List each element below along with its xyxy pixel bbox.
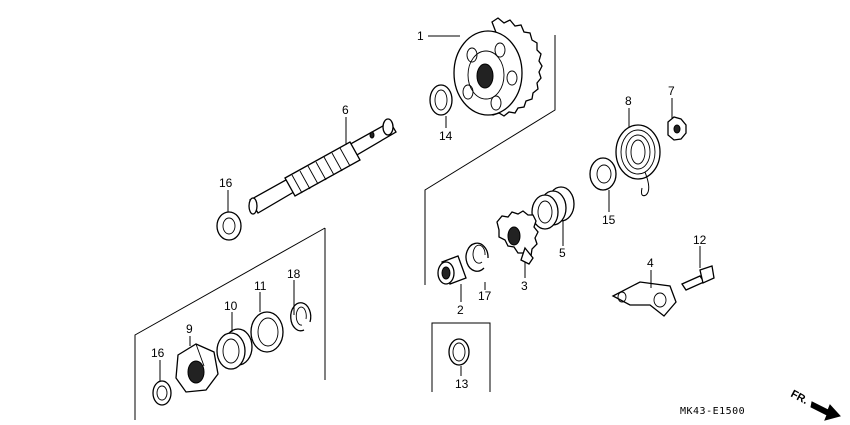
callout-4: 4 (647, 256, 654, 270)
callout-8: 8 (625, 94, 632, 108)
gear-hole (462, 84, 474, 100)
front-arrow-icon (810, 401, 841, 421)
part-16-washer-upper (216, 211, 242, 241)
part-8-spring (615, 124, 661, 197)
part-5-coil-spring (531, 186, 575, 230)
gear-hub (467, 50, 505, 100)
group-outline-part13 (431, 322, 491, 392)
part-10-spring (216, 328, 253, 370)
callout-9: 9 (186, 322, 193, 336)
group-outlines (134, 35, 556, 420)
part-11-washer (250, 311, 284, 353)
callout-15: 15 (602, 213, 616, 227)
gear-hole (490, 95, 502, 111)
callout-10: 10 (224, 299, 238, 313)
part-12-bolt (681, 265, 715, 291)
gear-bore (476, 63, 494, 89)
callout-14: 14 (439, 129, 453, 143)
callout-labels: 1 14 6 16 8 7 15 5 3 17 2 4 12 10 11 18 … (151, 29, 707, 391)
callout-16-upper: 16 (219, 176, 233, 190)
gear-hole (466, 47, 478, 63)
part-6-shaft (248, 118, 397, 215)
callout-12: 12 (693, 233, 707, 247)
ratchet-tab (520, 246, 534, 265)
part-1-gear (453, 17, 543, 117)
callout-11: 11 (254, 279, 267, 293)
part-3-ratchet (496, 210, 539, 265)
part-14-washer (429, 84, 453, 116)
callout-5: 5 (559, 246, 566, 260)
part-13-washer (448, 338, 470, 366)
gear-hole (506, 70, 518, 86)
callout-18: 18 (287, 267, 301, 281)
shaft-tip (248, 197, 258, 215)
diagram-code: MK43-E1500 (680, 406, 745, 417)
group-outline-upper (424, 35, 556, 285)
part-18-circlip (290, 302, 312, 332)
part-9-drive-ratchet (175, 343, 219, 393)
part-2-bushing (437, 255, 467, 285)
part-16-washer-lower (152, 380, 172, 406)
group-outline-left (134, 227, 326, 420)
gear-hole (494, 42, 506, 58)
shaft-end (382, 118, 394, 136)
shaft-splines (284, 141, 361, 197)
leader-lines (159, 35, 701, 381)
part-15-washer (589, 157, 617, 191)
part-7-collar (667, 116, 687, 141)
callout-6: 6 (342, 103, 349, 117)
callout-3: 3 (521, 279, 528, 293)
callout-17: 17 (478, 289, 492, 303)
part-17-circlip (465, 242, 489, 272)
callout-2: 2 (457, 303, 464, 317)
callout-16-lower: 16 (151, 346, 165, 360)
callout-13: 13 (455, 377, 469, 391)
callout-1: 1 (417, 29, 424, 43)
front-label: FR. (789, 388, 810, 407)
part-4-bracket (611, 281, 677, 317)
callout-7: 7 (668, 84, 675, 98)
front-direction-indicator: FR. (789, 388, 841, 421)
